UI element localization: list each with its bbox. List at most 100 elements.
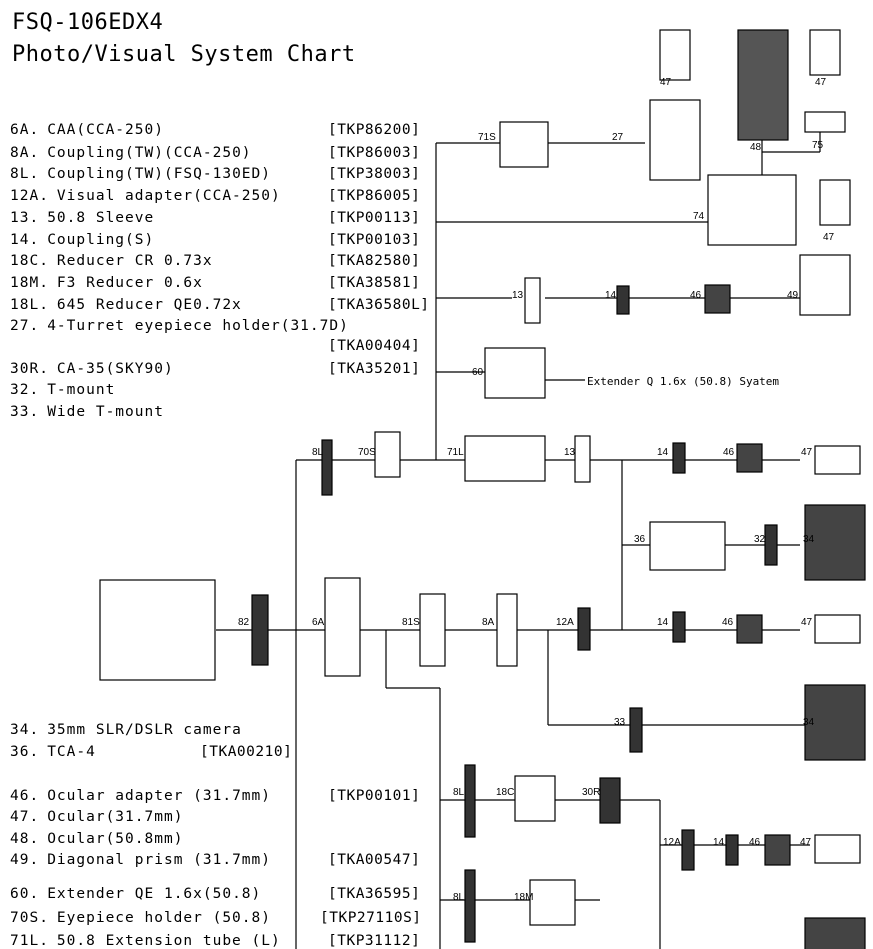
part-code: 30R. <box>10 361 49 377</box>
part-number-label: 8A <box>482 617 495 628</box>
part-item: 27.4-Turret eyepiece holder(31.7D) <box>10 318 349 334</box>
ocular-47-component <box>814 834 861 864</box>
part-number-label: 12A <box>663 837 681 848</box>
part-number-label: 18C <box>496 787 514 798</box>
telescope-body-component <box>99 579 216 681</box>
camera-34-component <box>804 684 866 761</box>
part-number-label: 47 <box>815 77 827 88</box>
part-name: Ocular adapter (31.7mm) <box>47 788 271 804</box>
chart-title: Photo/Visual System Chart <box>12 42 356 67</box>
part-item: 14.Coupling(S) <box>10 232 154 248</box>
part-number-label: 33 <box>614 717 626 728</box>
holder-74-component <box>707 174 797 246</box>
part-number-label: 14 <box>713 837 725 848</box>
part-number-label: 27 <box>612 132 624 143</box>
reducer-18c-component <box>514 775 556 822</box>
part-name: Eyepiece holder (50.8) <box>56 910 271 926</box>
part-code: 12A. <box>10 188 49 204</box>
part-number-label: 47 <box>800 837 812 848</box>
part-item: 70S. Eyepiece holder (50.8) <box>10 910 271 926</box>
part-catalog-number: [TKP86005] <box>328 188 421 204</box>
part-item: 71L.50.8 Extension tube (L) <box>10 933 281 949</box>
part-number-label: 47 <box>660 77 672 88</box>
part-code: 32. <box>10 382 40 398</box>
part-item: 33.Wide T-mount <box>10 404 164 420</box>
sleeve-13-component <box>524 277 541 324</box>
part-number-label: 36 <box>634 534 646 545</box>
part-number-label: 13 <box>564 447 576 458</box>
part-code: 70S. <box>10 910 49 926</box>
part-number-label: 46 <box>690 290 702 301</box>
part-name: Wide T-mount <box>47 404 164 420</box>
ocular-47-component <box>819 179 851 226</box>
part-name: Ocular(31.7mm) <box>47 809 184 825</box>
part-code: 6A. <box>10 122 40 138</box>
extender-note: Extender Q 1.6x (50.8) Syatem <box>587 375 779 388</box>
ocular-47-component <box>814 445 861 475</box>
t-mount-32-component <box>764 524 778 566</box>
part-catalog-number: [TKP00113] <box>328 210 421 226</box>
part-number-label: 34 <box>803 717 815 728</box>
part-name: CAA(CCA-250) <box>47 122 164 138</box>
part-item: 8L.Coupling(TW)(FSQ-130ED) <box>10 166 271 182</box>
coupling-8l-component <box>464 869 476 943</box>
part-name: 50.8 Extension tube (L) <box>56 933 281 949</box>
part-number-label: 8L <box>453 892 465 903</box>
part-number-label: 49 <box>787 290 799 301</box>
coupling-14-component <box>672 442 686 474</box>
part-catalog-number: [TKA82580] <box>328 253 421 269</box>
extender-60-component <box>484 347 546 399</box>
part-catalog-number: [TKA00210] <box>200 744 293 760</box>
camera-34-component <box>804 917 866 949</box>
part-item: 47.Ocular(31.7mm) <box>10 809 183 825</box>
part-catalog-number: [TKP38003] <box>328 166 421 182</box>
part-code: 46. <box>10 788 40 804</box>
part-code: 18L. <box>10 297 49 313</box>
part-name: 35mm SLR/DSLR camera <box>47 722 242 738</box>
sleeve-13-component <box>574 435 591 483</box>
visual-adapter-12a-component <box>681 829 695 871</box>
part-catalog-number: [TKA36580L] <box>328 297 430 313</box>
part-number-label: 30R <box>582 787 600 798</box>
part-catalog-number: [TKA00547] <box>328 852 421 868</box>
part-name: T-mount <box>47 382 116 398</box>
part-item: 12A.Visual adapter(CCA-250) <box>10 188 281 204</box>
part-number-label: 60 <box>472 367 484 378</box>
part-catalog-number: [TKA35201] <box>328 361 421 377</box>
part-item: 32. T-mount <box>10 382 115 398</box>
extension-tube-71l-component <box>464 435 546 482</box>
part-name: CA-35(SKY90) <box>56 361 174 377</box>
turret-eyepiece-holder-27-component <box>649 99 701 181</box>
part-catalog-number: [TKP86003] <box>328 145 421 161</box>
part-number-label: 14 <box>605 290 617 301</box>
part-number-label: 48 <box>750 142 762 153</box>
part-number-label: 75 <box>812 140 824 151</box>
part-code: 34. <box>10 722 40 738</box>
part-catalog-number: [TKP27110S] <box>320 910 422 926</box>
part-name: 50.8 Sleeve <box>47 210 155 226</box>
part-code: 18M. <box>10 275 49 291</box>
part-number-label: 46 <box>722 617 734 628</box>
part-code: 13. <box>10 210 40 226</box>
part-number-label: 46 <box>723 447 735 458</box>
extension-tube-71s-component <box>499 121 549 168</box>
part-name: 645 Reducer QE0.72x <box>56 297 242 313</box>
reducer-18m-component <box>529 879 576 926</box>
ca35-30r-component <box>599 777 621 824</box>
part-item: 60.Extender QE 1.6x(50.8) <box>10 886 261 902</box>
part-item: 34. 35mm SLR/DSLR camera <box>10 722 242 738</box>
part-item: 36.TCA-4 <box>10 744 96 760</box>
part-item: 8A.Coupling(TW)(CCA-250) <box>10 145 252 161</box>
part-number-label: 47 <box>823 232 835 243</box>
part-name: 4-Turret eyepiece holder(31.7D) <box>47 318 349 334</box>
part-catalog-number: [TKP86200] <box>328 122 421 138</box>
part-number-label: 32 <box>754 534 766 545</box>
part-number-label: 12A <box>556 617 574 628</box>
part-number-label: 47 <box>801 447 813 458</box>
coupling-14-component <box>616 285 630 315</box>
part-code: 14. <box>10 232 40 248</box>
part-catalog-number: [TKA38581] <box>328 275 421 291</box>
part-name: TCA-4 <box>47 744 96 760</box>
part-number-label: 8L <box>453 787 465 798</box>
part-item: 18L. 645 Reducer QE0.72x <box>10 297 242 313</box>
